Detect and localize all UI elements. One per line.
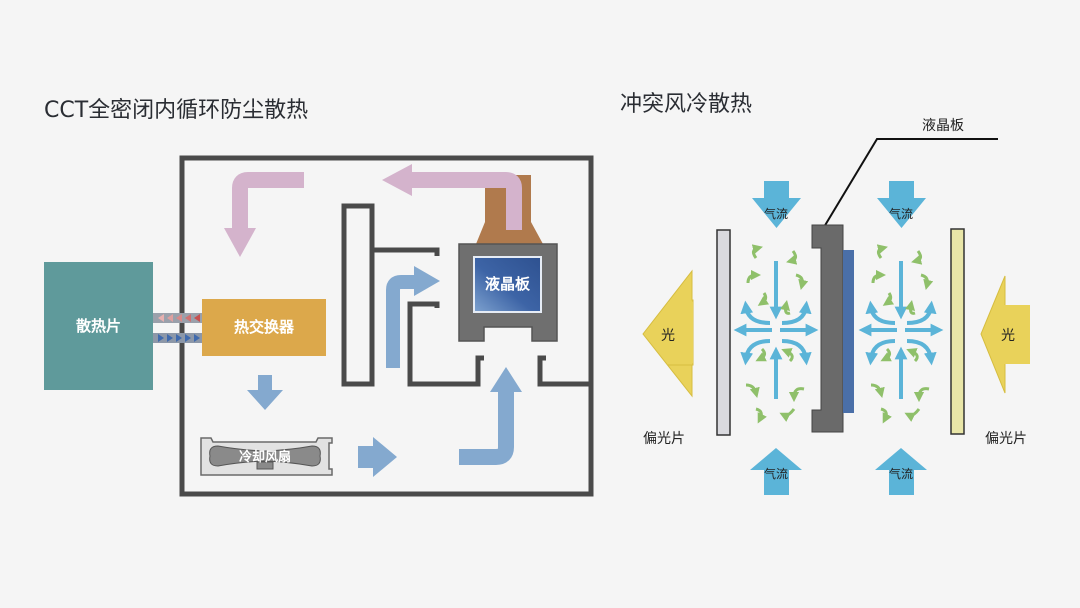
airflow-label-bottom-left: 气流 [764, 466, 788, 481]
heat-transfer-pipes [153, 313, 203, 343]
hot-flow-triangles [158, 314, 200, 322]
polarizer-label-right: 偏光片 [985, 431, 1027, 447]
light-arrow-left-body [668, 302, 693, 363]
cool-air-arrow-up [459, 392, 514, 465]
hot-air-arrowhead [382, 164, 412, 196]
polarizer-left [716, 229, 731, 436]
right-diagram-title: 冲突风冷散热 [620, 92, 752, 117]
airflow-label-bottom-right: 气流 [889, 466, 913, 481]
airflow-label-top-left: 气流 [764, 206, 788, 221]
cooling-fan-label: 冷却风扇 [239, 449, 291, 465]
airflow-arrow-top-right [877, 181, 926, 228]
light-arrow-right-body [1004, 305, 1030, 364]
airflow-arrow-bottom-right [875, 448, 927, 495]
lcd-panel [473, 256, 542, 313]
cool-air-arrow-down [247, 375, 283, 410]
heatsink-label: 散热片 [76, 317, 121, 335]
cooling-fan [200, 437, 333, 476]
airflow-arrow-top-left [752, 181, 801, 228]
cool-air-arrowhead [414, 266, 440, 296]
enclosure-frame [179, 155, 594, 497]
lcd-panel-label: 液晶板 [485, 275, 531, 293]
lcd-plate-housing [811, 224, 844, 433]
blue-airflow-arrows [858, 261, 944, 399]
turbulence-swirls [870, 244, 934, 424]
internal-partitions [341, 203, 591, 387]
polarizer-right [950, 228, 965, 435]
airflow-label-top-right: 气流 [889, 206, 913, 221]
airflow-pattern-right [858, 244, 944, 424]
cool-air-arrow-right [358, 437, 397, 477]
turbulence-swirls [745, 244, 809, 424]
cool-air-arrowhead [490, 367, 522, 392]
heat-exchanger-block [202, 299, 326, 356]
lcd-plate-panel [843, 250, 854, 413]
cool-flow-triangles [158, 334, 200, 342]
lcd-callout-label: 液晶板 [922, 118, 964, 134]
blue-airflow-arrows [733, 261, 819, 399]
hot-air-arrow-left [410, 172, 522, 230]
light-label-right: 光 [1001, 328, 1015, 344]
lcd-callout-line [817, 138, 998, 238]
left-diagram-title: CCT全密闭内循环防尘散热 [44, 98, 308, 123]
heatsink-block [44, 262, 153, 390]
airflow-arrow-bottom-left [750, 448, 802, 495]
cool-air-arrow-to-lcd [386, 275, 416, 368]
hot-air-arrowhead [224, 228, 256, 257]
hot-air-arrow-down [232, 172, 304, 230]
heat-exchanger-label: 热交换器 [234, 318, 295, 336]
polarizer-label-left: 偏光片 [643, 431, 685, 447]
airflow-pattern-left [733, 244, 819, 424]
light-label-left: 光 [661, 328, 675, 344]
